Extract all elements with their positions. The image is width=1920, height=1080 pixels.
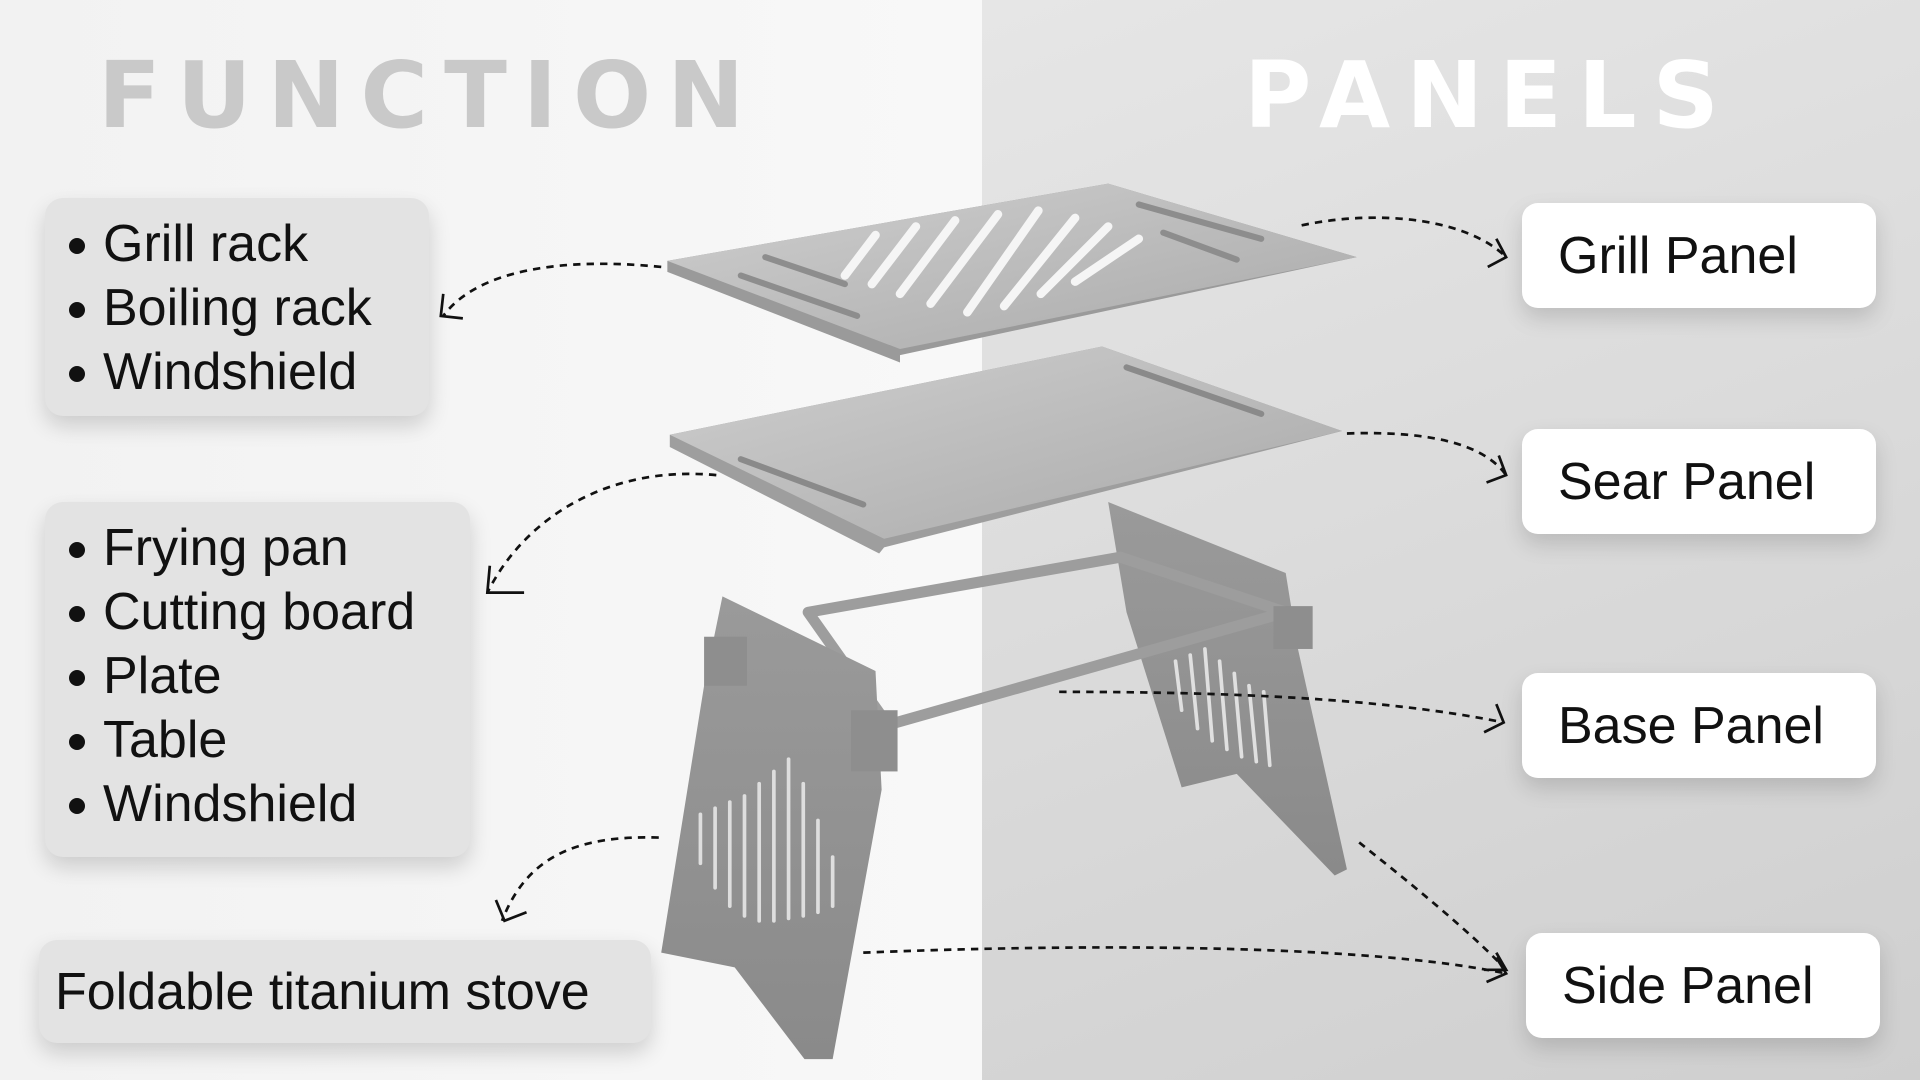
function-item: Windshield <box>69 340 409 404</box>
stove-function-box: Foldable titanium stove <box>39 940 651 1043</box>
side-panel-right <box>1108 502 1347 876</box>
function-item: Cutting board <box>69 580 450 644</box>
function-item: Plate <box>69 644 450 708</box>
function-item: Table <box>69 708 450 772</box>
base-panel-label: Base Panel <box>1522 673 1876 778</box>
callout-arrows <box>442 216 1508 975</box>
function-item: Frying pan <box>69 516 450 580</box>
panels-heading: PANELS <box>1244 42 1735 149</box>
sear-panel-label: Sear Panel <box>1522 429 1876 534</box>
side-panel-left <box>661 596 1313 1060</box>
sear-functions-box: Frying pan Cutting board Plate Table Win… <box>45 502 470 857</box>
grill-functions-box: Grill rack Boiling rack Windshield <box>45 198 429 416</box>
function-item: Grill rack <box>69 212 409 276</box>
sear-panel <box>669 346 1343 554</box>
function-item: Windshield <box>69 772 450 836</box>
grill-panel-label: Grill Panel <box>1522 203 1876 308</box>
arrowheads <box>439 238 1509 984</box>
grill-panel <box>667 183 1357 363</box>
function-heading: FUNCTION <box>98 42 761 149</box>
side-panel-label: Side Panel <box>1526 933 1880 1038</box>
function-item: Boiling rack <box>69 276 409 340</box>
